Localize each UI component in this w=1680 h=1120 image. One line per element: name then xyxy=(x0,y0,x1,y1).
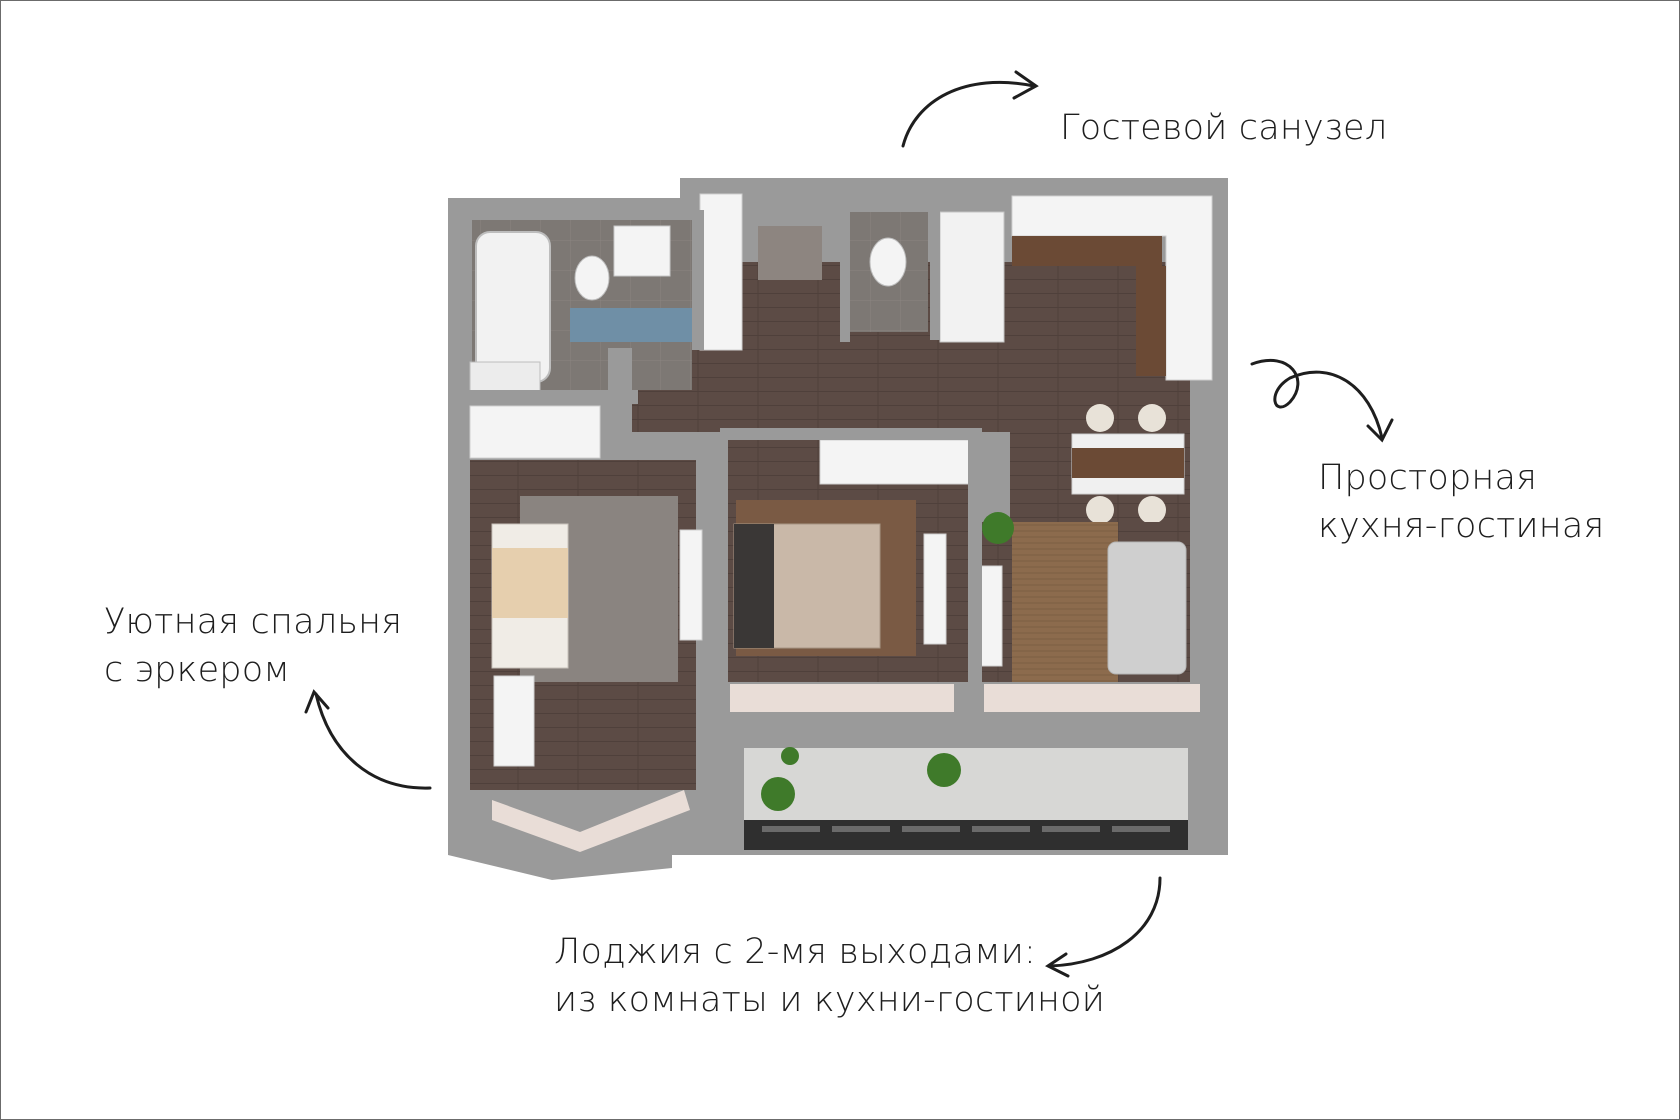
label-kitchen-living-line2: кухня-гостиная xyxy=(1318,506,1605,546)
label-guest-bathroom: Гостевой санузел xyxy=(1060,108,1388,148)
interior-walls xyxy=(448,200,1210,746)
dining-chair xyxy=(1138,496,1166,524)
bath-mat xyxy=(570,308,692,342)
loggia-railing xyxy=(744,820,1188,850)
label-bedroom-line1: Уютная спальня xyxy=(104,602,403,642)
living-tv-stand xyxy=(979,565,1003,667)
plant xyxy=(781,747,799,765)
label-loggia-line1: Лоджия с 2-мя выходами: xyxy=(554,932,1037,972)
left-bedroom-tv xyxy=(679,529,703,641)
living-room-rug xyxy=(1012,522,1118,682)
hall-wardrobe xyxy=(699,193,743,351)
bed-blanket xyxy=(492,548,568,618)
middle-bedroom-tv xyxy=(923,533,947,645)
middle-bedroom-wardrobe xyxy=(819,439,971,485)
dining-chair xyxy=(1086,496,1114,524)
desk xyxy=(493,675,535,767)
sofa xyxy=(1107,541,1187,675)
label-bedroom-line2: с эркером xyxy=(104,650,290,690)
left-bedroom-wardrobe xyxy=(469,405,601,459)
entrance-rug xyxy=(758,226,822,280)
plant xyxy=(761,777,795,811)
label-kitchen-living-line1: Просторная xyxy=(1318,458,1538,498)
plant xyxy=(982,512,1014,544)
bay-window-curtains xyxy=(492,790,690,852)
dining-chair xyxy=(1138,404,1166,432)
bed-headboard xyxy=(734,524,774,648)
dining-chair xyxy=(1086,404,1114,432)
loggia-window-frames xyxy=(762,826,1170,832)
plant xyxy=(927,753,961,787)
main-sink xyxy=(613,225,671,277)
middle-bedroom-curtains xyxy=(730,684,954,712)
kitchen-side-counter xyxy=(1136,266,1166,376)
dining-table-runner xyxy=(1072,448,1184,478)
washer-dryer xyxy=(939,211,1005,343)
living-curtains xyxy=(984,684,1200,712)
guest-toilet xyxy=(869,237,907,287)
bathtub xyxy=(475,231,551,383)
kitchen-wood-counter xyxy=(1012,236,1162,266)
main-toilet xyxy=(574,255,610,301)
label-loggia-line2: из комнаты и кухни-гостиной xyxy=(554,980,1105,1020)
